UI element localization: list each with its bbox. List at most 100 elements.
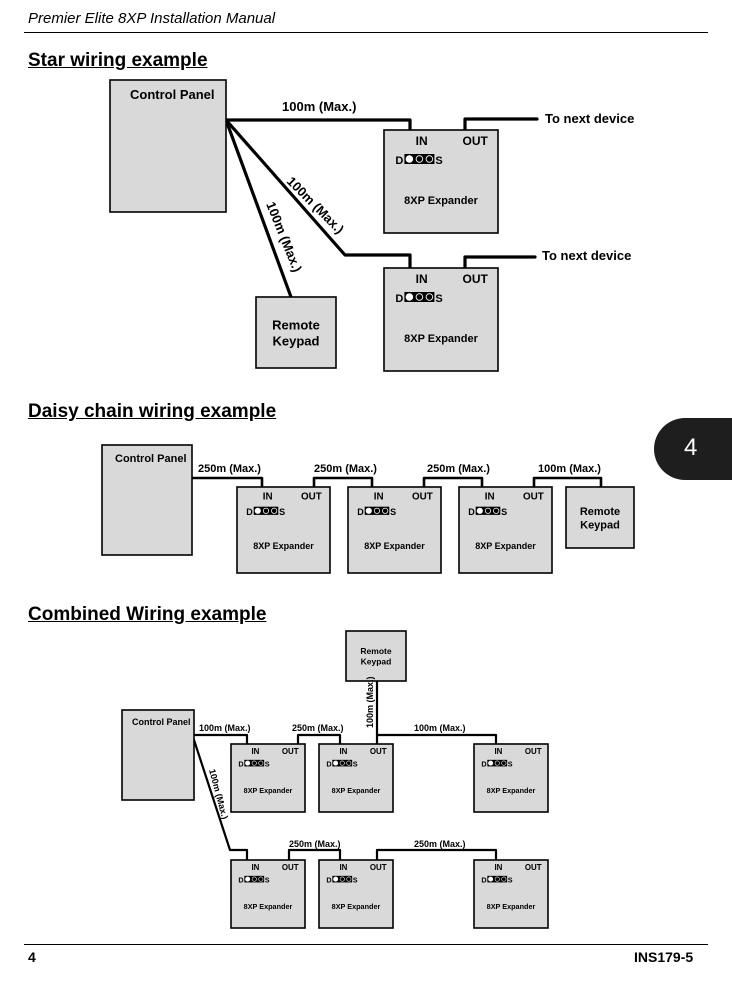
s-label: S	[353, 875, 358, 884]
s-label: S	[501, 507, 507, 517]
s-label: S	[279, 507, 285, 517]
expander-box	[383, 267, 499, 372]
jumper-pin	[333, 876, 339, 882]
d-label: D	[357, 507, 364, 517]
star-wiring-heading: Star wiring example	[28, 50, 208, 71]
keypad-label: Keypad	[361, 657, 392, 667]
in-label: IN	[494, 863, 502, 872]
s-label: S	[353, 759, 358, 768]
jumper-pin	[251, 876, 257, 882]
distance-label: 250m (Max.)	[314, 463, 377, 475]
out-label: OUT	[301, 491, 322, 502]
in-label: IN	[416, 272, 428, 286]
s-label: S	[508, 759, 513, 768]
expander-label: 8XP Expander	[332, 902, 381, 911]
d-label: D	[395, 155, 403, 167]
in-label: IN	[374, 491, 384, 502]
out-label: OUT	[282, 747, 299, 756]
expander-label: 8XP Expander	[404, 333, 478, 345]
jumper-pin	[415, 155, 424, 163]
d-label: D	[395, 293, 403, 305]
distance-label: 250m (Max.)	[289, 839, 341, 849]
expander-label: 8XP Expander	[244, 786, 293, 795]
wire	[532, 476, 603, 489]
distance-label: 100m (Max.)	[414, 723, 466, 733]
chapter-number: 4	[684, 434, 698, 461]
wire	[375, 848, 498, 862]
expander-box	[236, 486, 331, 574]
in-label: IN	[251, 863, 259, 872]
jumper-pin	[251, 760, 257, 766]
jumper-pin	[373, 507, 381, 514]
wire	[224, 118, 412, 132]
distance-label: 250m (Max.)	[427, 463, 490, 475]
out-label: OUT	[523, 491, 544, 502]
d-label: D	[326, 759, 331, 768]
expander-label: 8XP Expander	[364, 541, 425, 551]
in-label: IN	[485, 491, 495, 502]
to-next-device-label: To next device	[542, 248, 631, 263]
distance-label: 100m (Max.)	[199, 723, 251, 733]
s-label: S	[265, 875, 270, 884]
footer-rule	[24, 944, 708, 945]
jumper-pin	[425, 155, 434, 163]
d-label: D	[238, 875, 243, 884]
wire	[224, 118, 412, 270]
expander-box	[318, 743, 394, 813]
jumper-pin	[488, 876, 494, 882]
control-panel-label: Control Panel	[132, 717, 191, 727]
jumper-pin	[258, 760, 264, 766]
daisy-chain-heading: Daisy chain wiring example	[28, 401, 277, 422]
keypad-label: Keypad	[580, 520, 620, 532]
s-label: S	[435, 155, 442, 167]
in-label: IN	[263, 491, 273, 502]
jumper-pin	[258, 876, 264, 882]
jumper-pin	[415, 293, 424, 301]
out-label: OUT	[525, 863, 542, 872]
remote-label: Remote	[360, 646, 391, 656]
to-next-device-label: To next device	[545, 111, 634, 126]
expander-label: 8XP Expander	[253, 541, 314, 551]
expander-label: 8XP Expander	[487, 902, 536, 911]
jumper-pin	[484, 507, 492, 514]
wire	[463, 117, 539, 132]
wire	[463, 255, 537, 270]
jumper-pin	[488, 760, 494, 766]
jumper-pin	[382, 507, 389, 514]
expander-box	[383, 129, 499, 234]
jumper-pin	[405, 293, 414, 301]
document-reference: INS179-5	[634, 949, 694, 965]
jumper-pin	[501, 760, 507, 766]
d-label: D	[481, 875, 486, 884]
distance-label: 100m (Max.)	[538, 463, 601, 475]
expander-label: 8XP Expander	[244, 902, 293, 911]
wire	[287, 848, 342, 862]
in-label: IN	[416, 134, 428, 148]
jumper-pin	[494, 876, 500, 882]
s-label: S	[508, 875, 513, 884]
out-label: OUT	[525, 747, 542, 756]
d-label: D	[238, 759, 243, 768]
jumper-pin	[425, 293, 434, 301]
distance-label: 100m (Max.)	[284, 174, 347, 237]
keypad-label: Keypad	[273, 334, 320, 349]
expander-label: 8XP Expander	[404, 195, 478, 207]
jumper-pin	[245, 760, 251, 766]
s-label: S	[265, 759, 270, 768]
distance-label: 100m (Max.)	[282, 99, 356, 114]
s-label: S	[435, 293, 442, 305]
distance-label: 100m (Max.)	[207, 768, 230, 820]
control-panel-box	[121, 709, 195, 801]
expander-box	[347, 486, 442, 574]
jumper-pin	[339, 876, 345, 882]
control-panel-box	[109, 79, 227, 213]
distance-label: 250m (Max.)	[414, 839, 466, 849]
remote-keypad-box	[565, 486, 635, 549]
header-rule	[24, 32, 708, 33]
expander-label: 8XP Expander	[332, 786, 381, 795]
remote-keypad-box	[255, 296, 337, 369]
s-label: S	[390, 507, 396, 517]
jumper-pin	[365, 507, 372, 514]
expander-box	[230, 743, 306, 813]
jumper-pin	[501, 876, 507, 882]
